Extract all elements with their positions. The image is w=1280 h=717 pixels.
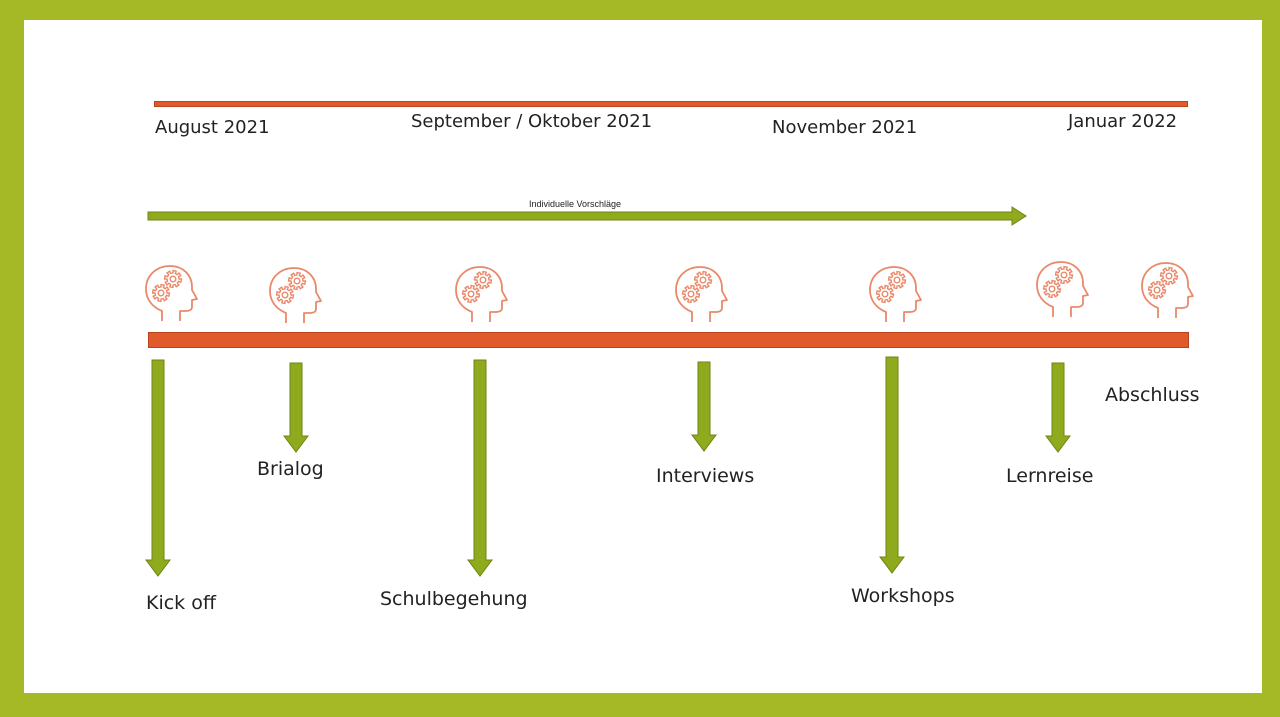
month-label-november: November 2021 xyxy=(772,117,918,138)
month-label-august: August 2021 xyxy=(155,117,270,138)
step-label-schulbegehung: Schulbegehung xyxy=(380,588,528,610)
proposal-arrow xyxy=(147,206,1027,226)
step-label-interviews: Interviews xyxy=(656,465,755,487)
step-label-abschluss: Abschluss xyxy=(1105,384,1200,406)
head-gears-icon xyxy=(869,266,922,322)
down-arrow-6 xyxy=(1045,362,1071,453)
down-arrow-4 xyxy=(691,361,717,452)
head-gears-icon xyxy=(145,265,198,321)
down-arrow-3 xyxy=(467,359,493,577)
step-label-workshops: Workshops xyxy=(851,585,955,607)
proposal-arrow-label: Individuelle Vorschläge xyxy=(529,199,622,209)
down-arrow-5 xyxy=(879,356,905,574)
step-label-lernreise: Lernreise xyxy=(1006,465,1094,487)
head-gears-icon xyxy=(455,266,508,322)
process-timeline-bar xyxy=(148,332,1189,348)
month-timeline-bar xyxy=(154,101,1188,107)
head-gears-icon xyxy=(675,266,728,322)
head-gears-icon xyxy=(269,267,322,323)
month-label-januar: Januar 2022 xyxy=(1068,111,1178,132)
down-arrow-2 xyxy=(283,362,309,453)
down-arrow-1 xyxy=(145,359,171,577)
step-label-brialog: Brialog xyxy=(257,458,324,480)
step-label-kick-off: Kick off xyxy=(146,592,216,614)
head-gears-icon xyxy=(1141,262,1194,318)
month-label-september-oktober: September / Oktober 2021 xyxy=(411,111,653,132)
head-gears-icon xyxy=(1036,261,1089,317)
slide-canvas: August 2021 September / Oktober 2021 Nov… xyxy=(24,20,1262,693)
